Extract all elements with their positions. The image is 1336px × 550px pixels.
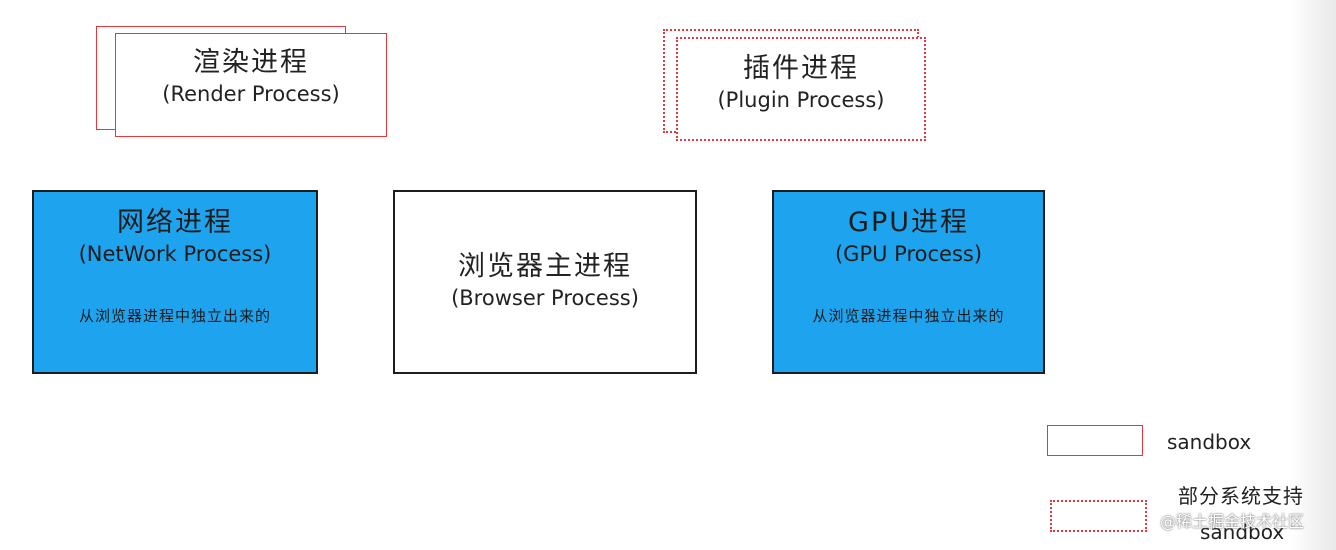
spacer	[774, 268, 1043, 306]
network-process-subtitle: (NetWork Process)	[78, 242, 272, 266]
render-process-title: 渲染进程	[193, 47, 309, 78]
browser-process-title: 浏览器主进程	[458, 251, 632, 282]
page-edge-shade	[1290, 0, 1336, 550]
browser-process-subtitle: (Browser Process)	[451, 286, 639, 310]
legend-sandbox-label: sandbox	[1167, 430, 1252, 454]
gpu-process-title: GPU进程	[848, 207, 969, 238]
render-process-box: 渲染进程 (Render Process)	[115, 33, 387, 137]
gpu-process-subtitle: (GPU Process)	[834, 242, 983, 266]
legend-partial-sandbox-swatch	[1050, 500, 1147, 532]
network-process-title: 网络进程	[117, 207, 233, 238]
gpu-process-note: 从浏览器进程中独立出来的	[812, 307, 1005, 325]
watermark: @稀土掘金技术社区	[1160, 512, 1305, 531]
network-process-box: 网络进程 (NetWork Process) 从浏览器进程中独立出来的	[32, 190, 318, 374]
render-process-subtitle: (Render Process)	[162, 82, 340, 106]
gpu-process-box: GPU进程 (GPU Process) 从浏览器进程中独立出来的	[772, 190, 1045, 374]
plugin-process-title: 插件进程	[743, 53, 859, 84]
legend-sandbox-swatch	[1047, 425, 1143, 456]
network-process-note: 从浏览器进程中独立出来的	[78, 307, 271, 325]
legend-partial-support-label: 部分系统支持	[1178, 484, 1304, 508]
plugin-process-box: 插件进程 (Plugin Process)	[676, 37, 926, 141]
plugin-process-subtitle: (Plugin Process)	[717, 88, 885, 112]
spacer	[34, 268, 316, 306]
browser-process-box: 浏览器主进程 (Browser Process)	[393, 190, 697, 374]
legend-partial-sandbox-label: sandbox	[1200, 520, 1285, 544]
